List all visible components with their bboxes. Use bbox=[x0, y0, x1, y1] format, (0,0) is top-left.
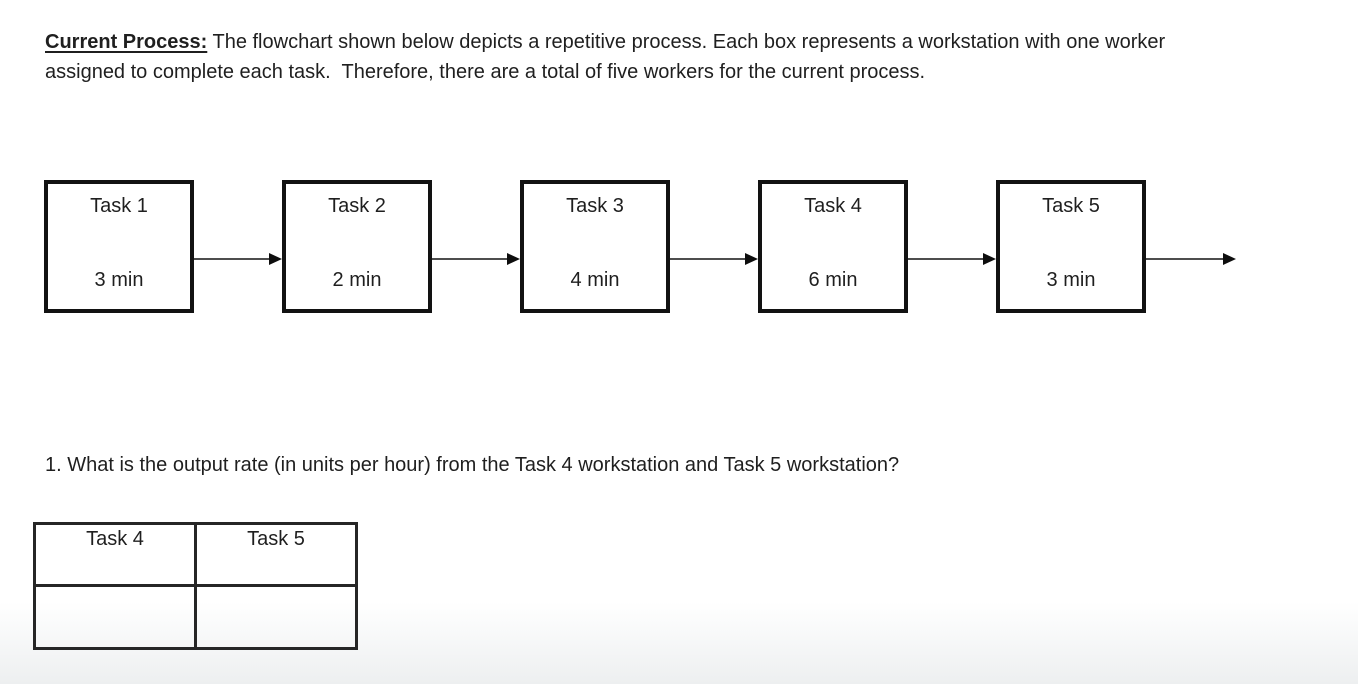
flow-arrow-4 bbox=[908, 180, 996, 313]
arrow-line bbox=[670, 257, 746, 260]
answer-table-header-row: Task 4 Task 5 bbox=[33, 522, 358, 587]
process-flowchart: Task 1 3 min Task 2 2 min Task 3 4 min T… bbox=[44, 180, 1236, 313]
arrow-head-icon bbox=[983, 252, 996, 265]
answer-table-header-task5: Task 5 bbox=[194, 522, 358, 587]
task-time: 6 min bbox=[808, 269, 858, 291]
answer-table: Task 4 Task 5 bbox=[33, 522, 358, 650]
arrow-head-icon bbox=[745, 252, 758, 265]
arrow-head-icon bbox=[507, 252, 520, 265]
answer-table-data-row bbox=[33, 584, 358, 650]
task-name: Task 3 bbox=[566, 195, 624, 217]
flow-arrow-2 bbox=[432, 180, 520, 313]
arrow-head-icon bbox=[269, 252, 282, 265]
task-name: Task 4 bbox=[804, 195, 862, 217]
task-time: 4 min bbox=[570, 269, 620, 291]
task-box-3: Task 3 4 min bbox=[520, 180, 670, 313]
task-time: 3 min bbox=[94, 269, 144, 291]
arrow-line bbox=[908, 257, 984, 260]
task-box-1: Task 1 3 min bbox=[44, 180, 194, 313]
intro-paragraph: Current Process: The flowchart shown bel… bbox=[45, 27, 1250, 87]
arrow-line bbox=[432, 257, 508, 260]
arrow-line bbox=[1146, 257, 1224, 260]
arrow-line bbox=[194, 257, 270, 260]
task-box-5: Task 5 3 min bbox=[996, 180, 1146, 313]
task-name: Task 1 bbox=[90, 195, 148, 217]
answer-cell-task5 bbox=[194, 584, 358, 650]
task-name: Task 5 bbox=[1042, 195, 1100, 217]
task-box-4: Task 4 6 min bbox=[758, 180, 908, 313]
flow-arrow-3 bbox=[670, 180, 758, 313]
task-box-2: Task 2 2 min bbox=[282, 180, 432, 313]
task-time: 2 min bbox=[332, 269, 382, 291]
flow-exit-arrow bbox=[1146, 180, 1236, 313]
answer-table-header-task4: Task 4 bbox=[33, 522, 197, 587]
task-name: Task 2 bbox=[328, 195, 386, 217]
flow-arrow-1 bbox=[194, 180, 282, 313]
current-process-label: Current Process: bbox=[45, 31, 208, 53]
question-text: 1. What is the output rate (in units per… bbox=[45, 454, 900, 476]
intro-text: The flowchart shown below depicts a repe… bbox=[45, 31, 1171, 83]
task-time: 3 min bbox=[1046, 269, 1096, 291]
arrow-head-icon bbox=[1223, 252, 1236, 265]
answer-cell-task4 bbox=[33, 584, 197, 650]
